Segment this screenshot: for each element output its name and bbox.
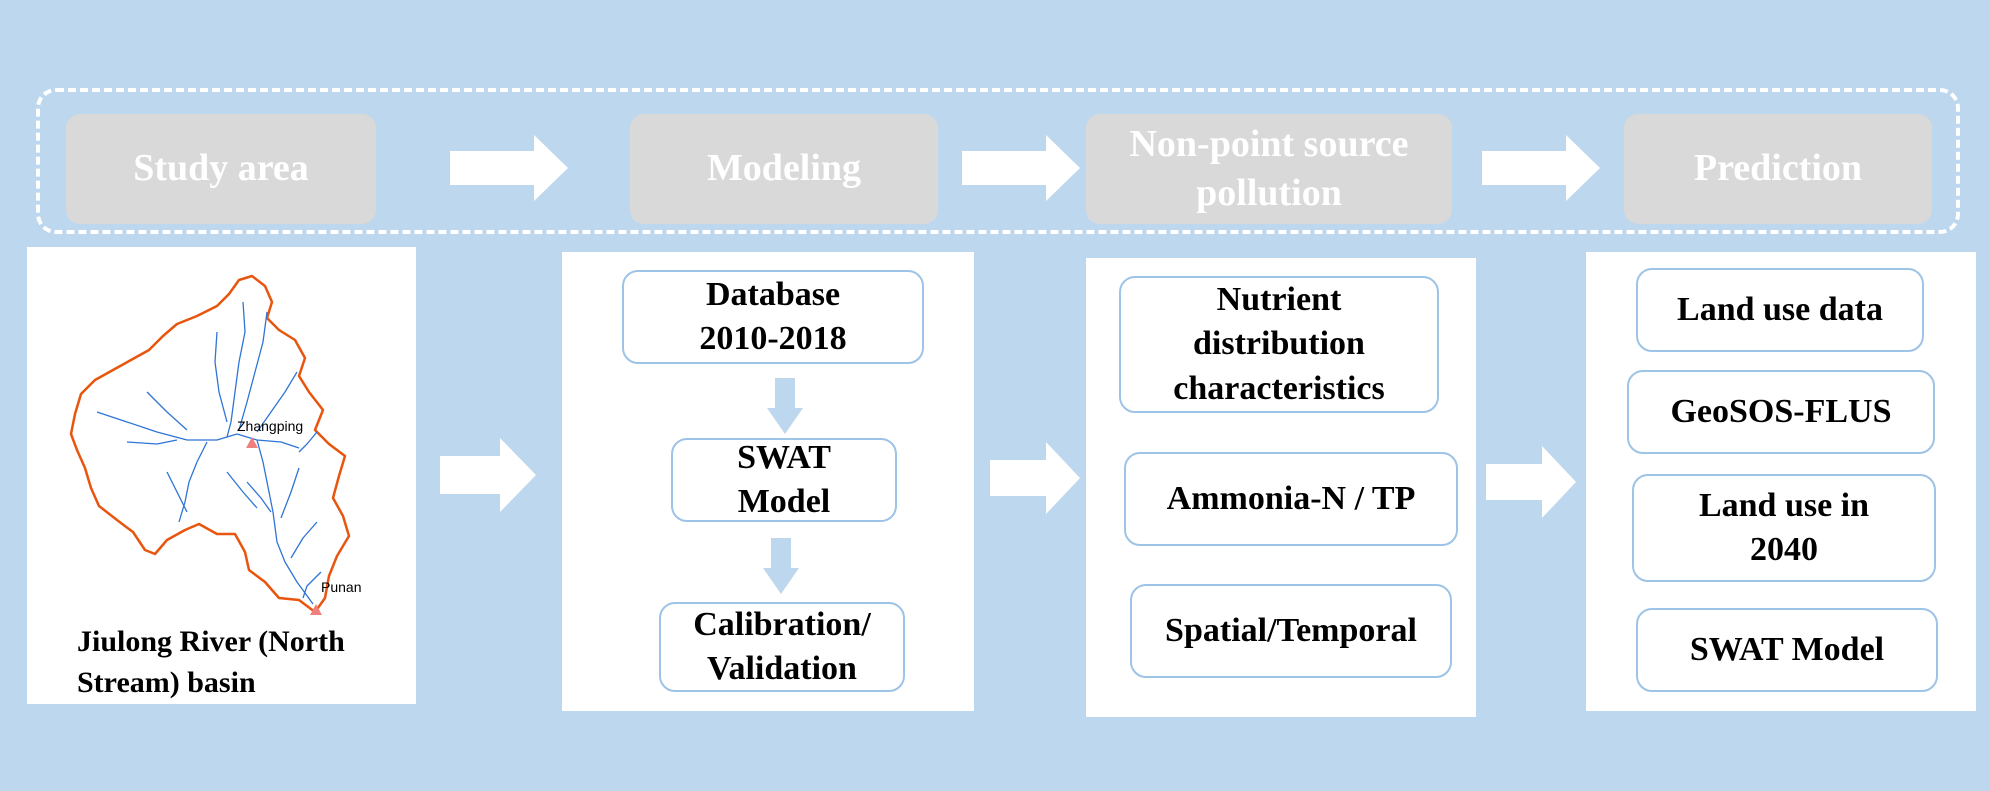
arrow-right-icon — [990, 442, 1080, 514]
arrow-right-icon — [1486, 446, 1576, 518]
study-area-caption: Jiulong River (North Stream) basin — [77, 625, 345, 699]
prediction-swat-model-box: SWAT Model — [1636, 608, 1938, 692]
box-label: Ammonia-N / TP — [1166, 479, 1416, 517]
arrow-down-icon — [767, 378, 803, 434]
swat-model-box: SWAT Model — [671, 438, 897, 522]
stage-label: Prediction — [1693, 147, 1863, 190]
stage-non-point-source-pollution: Non-point source pollution — [1086, 114, 1452, 224]
calibration-validation-box: Calibration/ Validation — [659, 602, 905, 692]
basin-map — [69, 274, 351, 615]
station-marker-icon — [310, 604, 322, 615]
ammonia-n-tp-box: Ammonia-N / TP — [1124, 452, 1458, 546]
arrow-down-icon — [763, 538, 799, 594]
arrow-right-icon — [1482, 135, 1600, 201]
stage-frame — [36, 88, 1960, 234]
box-label: SWAT Model — [737, 438, 831, 520]
stage-study-area: Study area — [66, 114, 376, 224]
stage-label: Study area — [133, 147, 309, 190]
geosos-flus-box: GeoSOS-FLUS — [1627, 370, 1935, 454]
stage-label: Non-point source pollution — [1129, 122, 1409, 214]
box-label: Nutrient distribution characteristics — [1173, 281, 1385, 407]
station-marker-icon — [246, 437, 258, 448]
arrow-right-icon — [962, 135, 1080, 201]
arrow-right-icon — [450, 135, 568, 201]
land-use-2040-box: Land use in 2040 — [1632, 474, 1936, 582]
river-network — [96, 301, 322, 605]
stage-modeling: Modeling — [630, 114, 938, 224]
box-label: Calibration/ Validation — [693, 605, 871, 687]
box-label: SWAT Model — [1689, 630, 1885, 668]
station-label-zhangping: Zhangping — [237, 418, 304, 434]
land-use-data-box: Land use data — [1636, 268, 1924, 352]
arrow-right-icon — [440, 438, 536, 512]
box-label: GeoSOS-FLUS — [1670, 392, 1892, 430]
nutrient-distribution-box: Nutrient distribution characteristics — [1119, 276, 1439, 413]
station-label-punan: Punan — [321, 579, 362, 595]
stage-prediction: Prediction — [1624, 114, 1932, 224]
box-label: Land use in 2040 — [1698, 486, 1870, 568]
spatial-temporal-box: Spatial/Temporal — [1130, 584, 1452, 678]
box-label: Land use data — [1677, 290, 1883, 328]
box-label: Spatial/Temporal — [1165, 611, 1417, 649]
study-area-panel: Zhangping Punan Jiulong River (North Str… — [27, 247, 416, 704]
basin-boundary — [69, 274, 351, 614]
database-box: Database 2010-2018 — [622, 270, 924, 364]
stage-label: Modeling — [706, 147, 862, 190]
box-label: Database 2010-2018 — [699, 275, 847, 357]
